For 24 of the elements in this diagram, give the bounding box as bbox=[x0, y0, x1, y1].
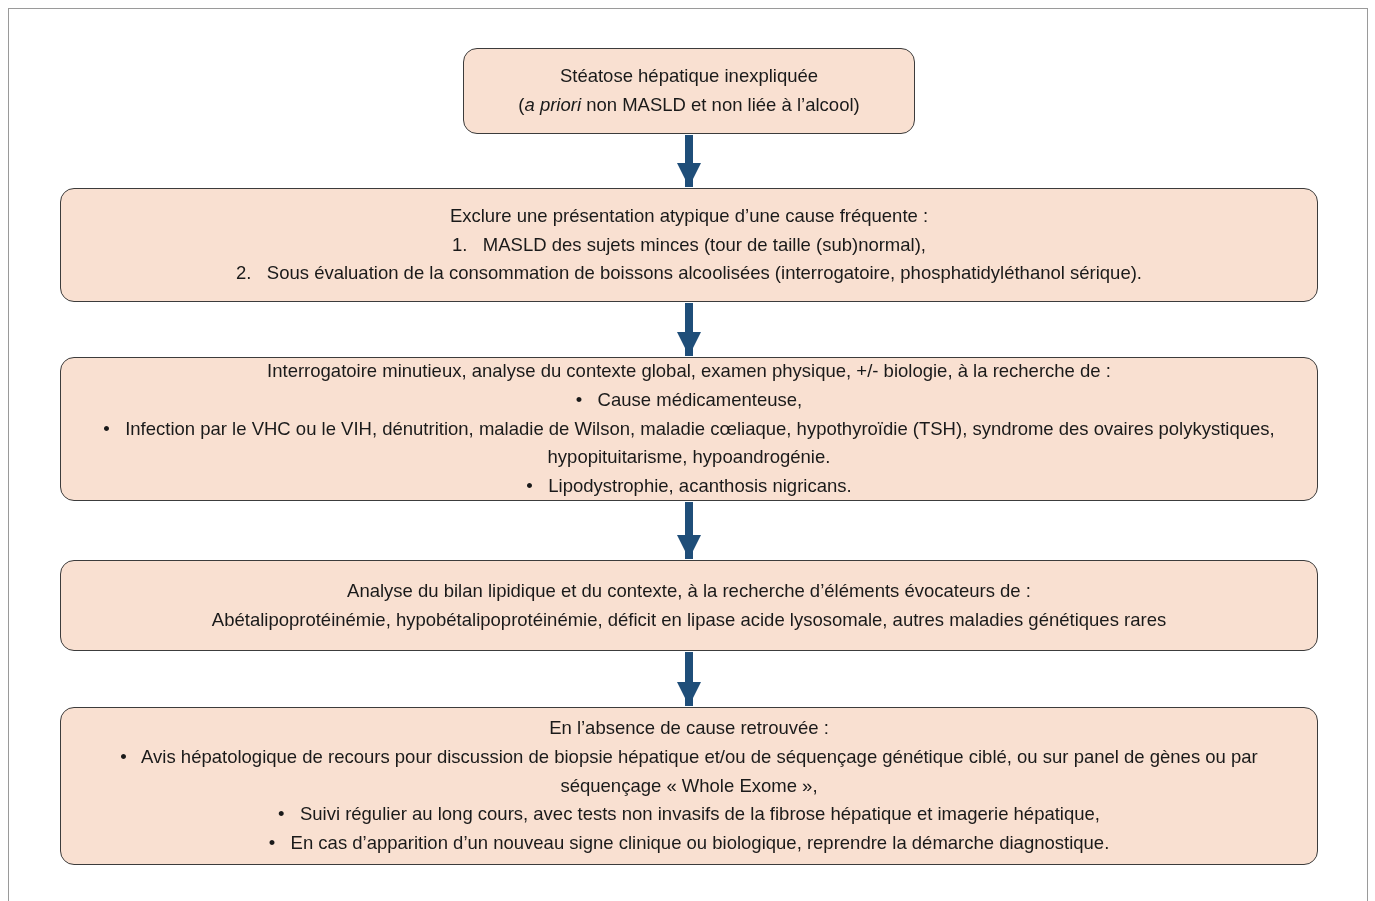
box-text: • Cause médicamenteuse, bbox=[575, 388, 803, 412]
box-heading: Exclure une présentation atypique d’une cause fréquente : bbox=[449, 204, 929, 228]
box-text: • Suivi régulier au long cours, avec tests non invasifs de la fibrose hépatique et imagerie hépatique, bbox=[278, 802, 1100, 827]
arrow bbox=[677, 303, 701, 356]
process-box bbox=[60, 188, 1318, 302]
box-heading: Analyse du bilan lipidique et du contexte, à la recherche d’éléments évocateurs de : bbox=[347, 578, 1031, 603]
box-heading: Interrogatoire minutieux, analyse du contexte global, examen physique, +/- biologie, à la recherche de : bbox=[267, 359, 1111, 384]
box-text: 1. MASLD des sujets minces (tour de taille (sub)normal), bbox=[452, 232, 926, 257]
box-text: (a priori non MASLD et non liée à l’alcool) bbox=[518, 93, 860, 117]
process-box bbox=[60, 707, 1318, 865]
box-text: • En cas d’apparition d’un nouveau signe clinique ou biologique, reprendre la démarche diagnostique. bbox=[268, 831, 1110, 855]
start-box bbox=[463, 48, 915, 134]
arrow bbox=[677, 135, 701, 187]
box-heading: En l’absence de cause retrouvée : bbox=[549, 716, 829, 741]
arrow bbox=[677, 652, 701, 706]
process-box bbox=[60, 357, 1318, 501]
arrow bbox=[677, 502, 701, 559]
box-heading: Stéatose hépatique inexpliquée bbox=[559, 64, 819, 89]
box-text: Abétalipoprotéinémie, hypobétalipoprotéinémie, déficit en lipase acide lysosomale, autres maladies génétiques rares bbox=[211, 607, 1167, 632]
box-text: • Lipodystrophie, acanthosis nigricans. bbox=[526, 474, 852, 498]
process-box bbox=[60, 560, 1318, 651]
box-text: 2. Sous évaluation de la consommation de boissons alcoolisées (interrogatoire, phosphatidyléthanol sérique). bbox=[236, 261, 1142, 286]
box-text: • Avis hépatologique de recours pour discussion de biopsie hépatique et/ou de séquençage génétique ciblé, ou sur panel de gènes ou par séquençage « Whole Exome », bbox=[119, 745, 1259, 798]
box-text: • Infection par le VHC ou le VIH, dénutrition, maladie de Wilson, maladie cœliaque, hypothyroïdie (TSH), syndrome des ovaires polykystiques, hypopituitarisme, hypoandrogénie. bbox=[102, 416, 1276, 470]
